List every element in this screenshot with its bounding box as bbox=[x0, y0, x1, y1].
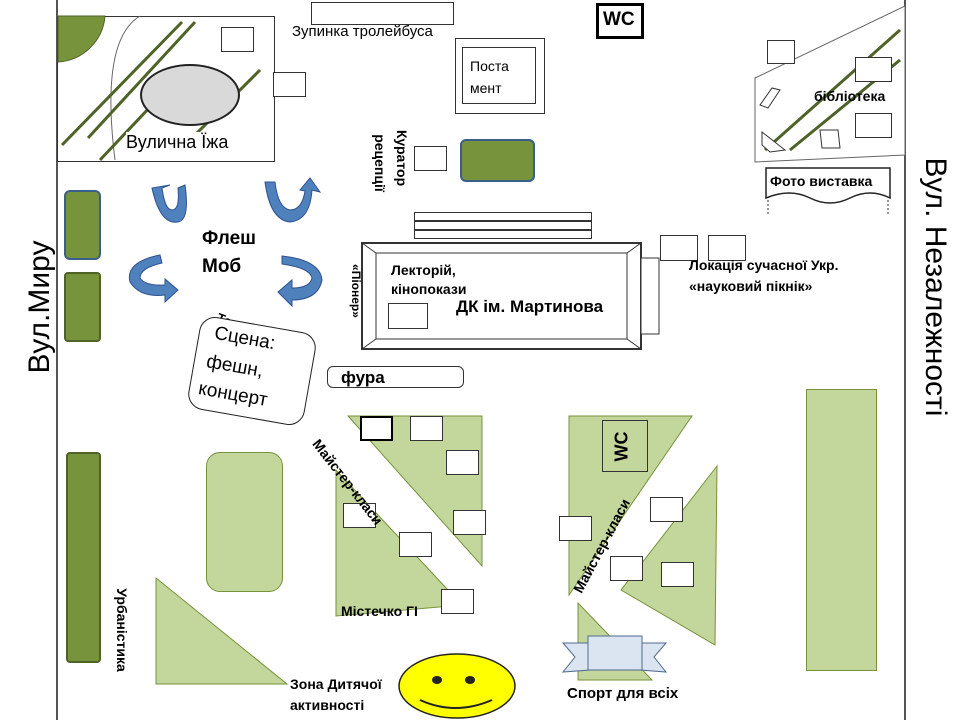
lecture-label-2: кінопокази bbox=[391, 281, 467, 297]
mc-right-box-1 bbox=[559, 516, 592, 541]
sport-label: Спорт для всіх bbox=[567, 685, 679, 702]
mc-right-box-2 bbox=[650, 497, 683, 522]
pedestal-label-1: Поста bbox=[470, 58, 509, 74]
pedestal-inner bbox=[462, 47, 536, 104]
wc-top-box bbox=[596, 3, 644, 39]
trolleybus-stop-label: Зупинка тролейбуса bbox=[292, 23, 433, 40]
central-green-block bbox=[206, 452, 283, 592]
town-gi-label: Містечко ГІ bbox=[341, 603, 418, 619]
mc-right-box-4 bbox=[661, 562, 694, 587]
dk-inner-box bbox=[388, 303, 428, 329]
dk-name-label: ДК ім. Мартинова bbox=[456, 297, 604, 316]
street-food-box-2 bbox=[273, 72, 306, 97]
reception-green-block bbox=[460, 139, 535, 182]
mc-right-box-3 bbox=[610, 556, 643, 581]
modern-ukr-box-1 bbox=[660, 235, 698, 261]
wc-mid-box bbox=[602, 420, 648, 472]
mc-left-box-2 bbox=[410, 416, 443, 441]
modern-ukr-label-2: «науковий пікнік» bbox=[689, 278, 813, 294]
reception-box bbox=[414, 146, 447, 171]
truck-label: фура bbox=[341, 368, 385, 387]
trolleybus-stop-box bbox=[311, 2, 454, 25]
library-box-1 bbox=[767, 40, 795, 64]
mc-left-box-4 bbox=[453, 510, 486, 535]
library-box-3 bbox=[855, 113, 892, 138]
wc-top-label: WC bbox=[603, 9, 635, 30]
mc-left-box-5 bbox=[343, 503, 376, 528]
street-food-label: Вулична Їжа bbox=[126, 132, 229, 153]
left-green-block-2 bbox=[64, 272, 101, 342]
flashmob-label-2: Моб bbox=[202, 256, 242, 277]
kids-zone-label-2: активності bbox=[290, 697, 365, 713]
right-green-block bbox=[806, 389, 877, 671]
dk-stripe-1 bbox=[414, 212, 592, 221]
mc-left-box-6 bbox=[399, 532, 432, 557]
right-street-edge bbox=[904, 0, 906, 720]
modern-ukr-box-2 bbox=[708, 235, 746, 261]
kids-zone-label-1: Зона Дитячої bbox=[290, 676, 382, 692]
street-food-box-1 bbox=[221, 27, 254, 52]
mc-left-box-7 bbox=[441, 589, 474, 614]
library-label: бібліотека bbox=[814, 88, 886, 104]
left-street-edge bbox=[56, 0, 58, 720]
library-box-2 bbox=[855, 57, 892, 82]
left-green-block-3 bbox=[66, 452, 101, 663]
mc-left-box-1 bbox=[360, 416, 393, 441]
truck-box bbox=[327, 366, 464, 388]
lecture-label-1: Лекторій, bbox=[391, 262, 456, 278]
left-green-block-1 bbox=[64, 190, 101, 260]
pedestal-label-2: мент bbox=[470, 80, 502, 96]
street-food-oval bbox=[140, 64, 240, 126]
flashmob-label-1: Флеш bbox=[202, 228, 256, 249]
photo-exhibition-label: Фото виставка bbox=[770, 173, 873, 189]
dk-stripe-3 bbox=[414, 230, 592, 239]
mc-left-box-3 bbox=[446, 450, 479, 475]
dk-stripe-2 bbox=[414, 221, 592, 230]
modern-ukr-label-1: Локація сучасної Укр. bbox=[689, 257, 839, 273]
